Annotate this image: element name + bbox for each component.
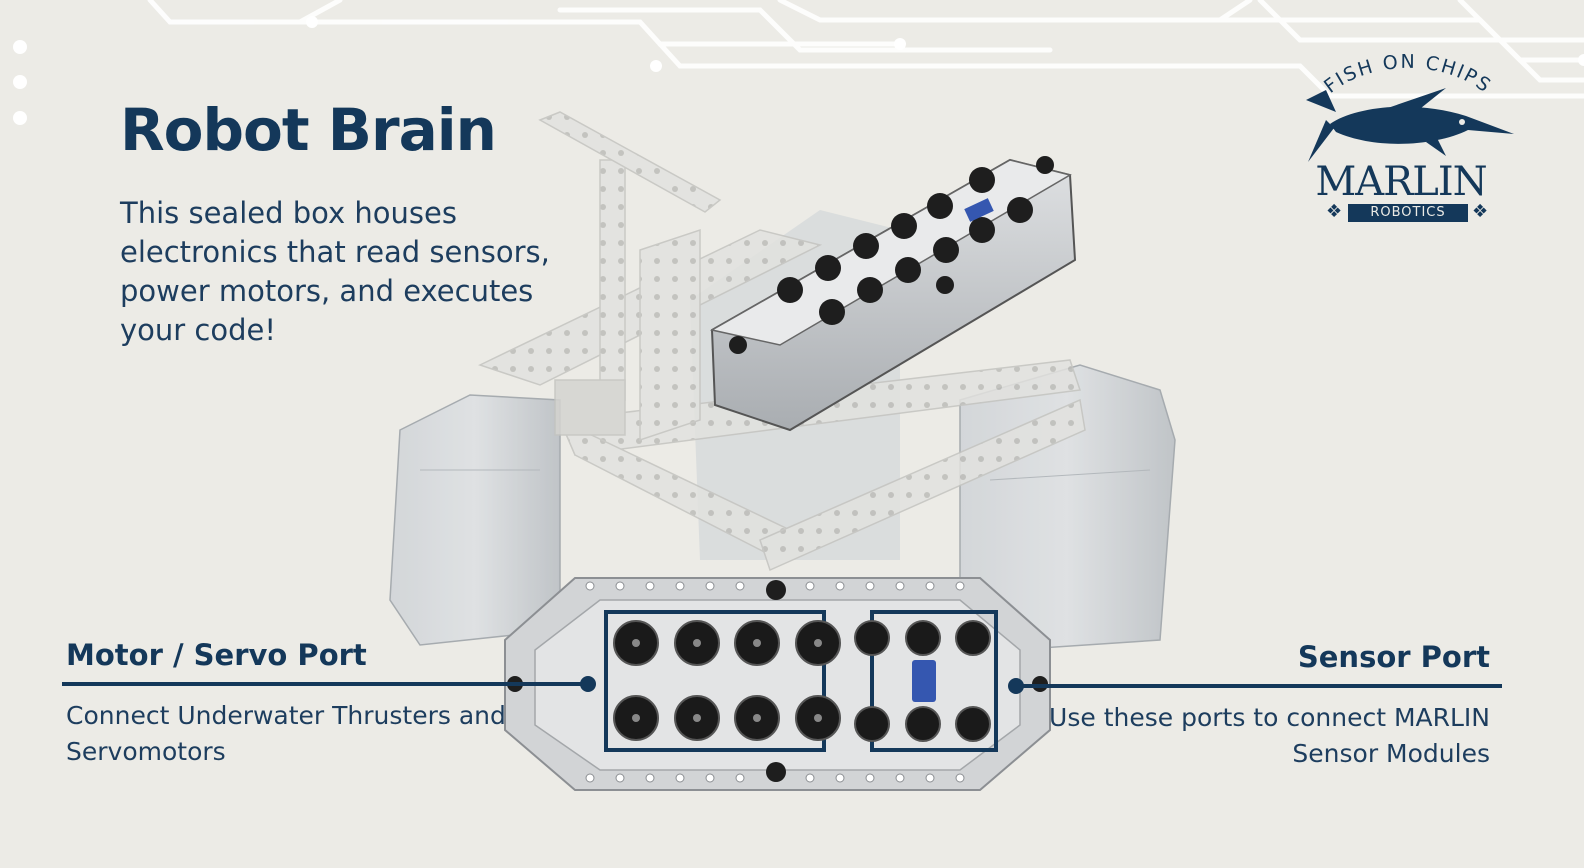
logo-wordmark: MARLIN [1315,159,1487,205]
logo-subtitle: ROBOTICS [1348,204,1468,222]
sensor-port-marker [1008,678,1024,694]
logo-arc-text: FISH ON CHIPS [1320,51,1496,98]
diamond-icon: ❖ [1472,201,1489,222]
left-pontoon [389,394,561,646]
motor-port-marker [580,676,596,692]
intro-text: This sealed box houses electronics that … [120,196,550,347]
motor-ports [613,620,841,741]
marlin-robotics-logo: FISH ON CHIPS MARLIN ❖ ROBOTICS ❖ [1296,50,1526,230]
page-title: Robot Brain [120,96,497,164]
marlin-fish-icon: FISH ON CHIPS [1306,51,1514,162]
sensor-port-heading: Sensor Port [1297,640,1490,674]
motor-port-heading: Motor / Servo Port [66,638,367,672]
motor-port-leader-line [62,682,588,686]
electronics-box [709,156,1077,432]
sensor-port-leader-line [1016,684,1502,688]
motor-port-description: Connect Underwater Thrusters and Servomo… [66,701,506,766]
sensor-ports [854,620,991,742]
box-top-view [504,577,1051,791]
sensor-port-description: Use these ports to connect MARLIN Sensor… [1049,703,1490,768]
diamond-icon: ❖ [1326,201,1343,222]
